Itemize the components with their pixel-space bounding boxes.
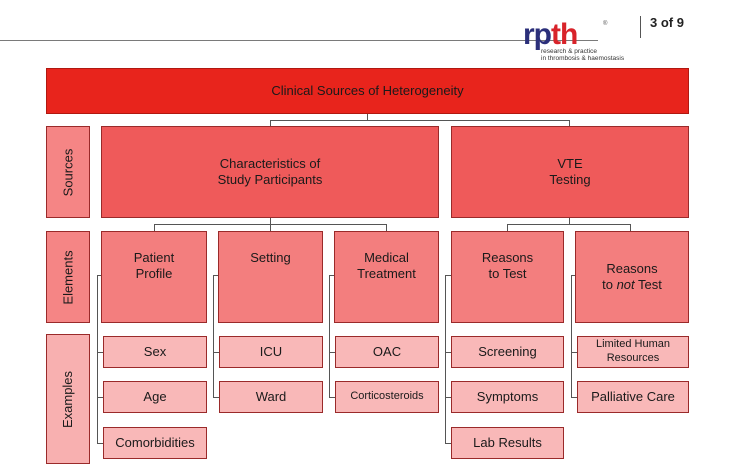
row-label-examples: Examples <box>46 334 90 464</box>
connector-line <box>213 275 214 398</box>
header-rule <box>0 40 598 41</box>
example-ward: Ward <box>219 381 323 413</box>
connector-line <box>367 114 368 120</box>
connector-line <box>97 275 98 443</box>
connector-line <box>569 218 570 224</box>
connector-line <box>97 275 103 276</box>
page-indicator: 3 of 9 <box>650 15 684 30</box>
example-screening: Screening <box>451 336 564 368</box>
connector-line <box>630 224 631 231</box>
connector-line <box>329 275 330 398</box>
example-icu: ICU <box>219 336 323 368</box>
connector-line <box>445 397 451 398</box>
connector-line <box>571 275 577 276</box>
connector-line <box>270 120 570 121</box>
connector-line <box>329 275 335 276</box>
connector-line <box>507 224 631 225</box>
connector-line <box>213 397 219 398</box>
diagram-title: Clinical Sources of Heterogeneity <box>46 68 689 114</box>
connector-line <box>445 443 451 444</box>
connector-line <box>569 120 570 126</box>
connector-line <box>270 218 271 224</box>
connector-line <box>270 120 271 126</box>
connector-line <box>329 397 335 398</box>
connector-line <box>270 224 271 231</box>
connector-line <box>386 224 387 231</box>
connector-line <box>445 352 451 353</box>
row-label-sources: Sources <box>46 126 90 218</box>
connector-line <box>97 443 103 444</box>
logo-registered-mark: ® <box>603 21 608 27</box>
example-lab-results: Lab Results <box>451 427 564 459</box>
connector-line <box>571 352 577 353</box>
connector-line <box>445 275 451 276</box>
connector-line <box>97 397 103 398</box>
connector-line <box>213 352 219 353</box>
connector-line <box>571 275 572 398</box>
example-oac: OAC <box>335 336 439 368</box>
connector-line <box>571 397 577 398</box>
connector-line <box>97 352 103 353</box>
example-sex: Sex <box>103 336 207 368</box>
page-separator <box>640 16 641 38</box>
logo-wordmark: rpth <box>523 18 578 51</box>
connector-line <box>154 224 155 231</box>
connector-line <box>329 352 335 353</box>
example-palliative-care: Palliative Care <box>577 381 689 413</box>
example-age: Age <box>103 381 207 413</box>
connector-line <box>445 275 446 443</box>
example-symptoms: Symptoms <box>451 381 564 413</box>
example-comorbidities: Comorbidities <box>103 427 207 459</box>
element-setting: Setting <box>218 231 323 323</box>
example-corticosteroids: Corticosteroids <box>335 381 439 413</box>
connector-line <box>213 275 219 276</box>
row-label-elements: Elements <box>46 231 90 323</box>
connector-line <box>507 224 508 231</box>
